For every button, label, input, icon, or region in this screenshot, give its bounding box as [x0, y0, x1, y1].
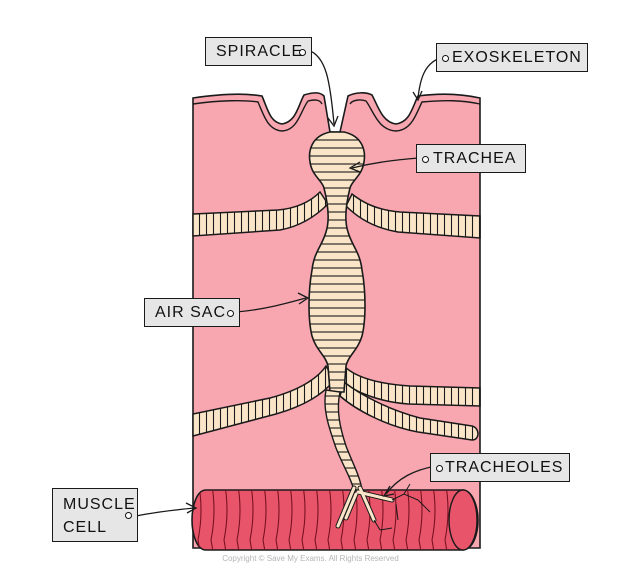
- tracheal-branches: [192, 190, 481, 441]
- label-muscle-cell: MUSCLE CELL: [52, 488, 138, 542]
- muscle-cell: [191, 489, 479, 551]
- tracheoles: [324, 389, 431, 531]
- copyright-notice: Copyright © Save My Exams. All Rights Re…: [222, 554, 399, 563]
- label-muscle-cell-line1: MUSCLE: [63, 496, 136, 513]
- trachea: [308, 131, 366, 393]
- label-exoskeleton-text: EXOSKELETON: [452, 49, 582, 66]
- label-exoskeleton: EXOSKELETON: [436, 43, 588, 72]
- tag-hole-icon: [422, 155, 429, 163]
- tag-hole-icon: [299, 48, 306, 56]
- label-muscle-cell-line2: CELL: [63, 519, 108, 536]
- label-tracheoles-text: TRACHEOLES: [445, 459, 564, 476]
- label-air-sac-text: AIR SAC: [155, 304, 227, 321]
- tag-hole-icon: [227, 309, 234, 317]
- label-trachea-text: TRACHEA: [433, 150, 517, 167]
- label-spiracle: SPIRACLE: [205, 37, 312, 66]
- exoskeleton: [192, 99, 481, 132]
- tag-hole-icon: [436, 464, 443, 472]
- label-spiracle-text: SPIRACLE: [216, 43, 304, 60]
- label-tracheoles: TRACHEOLES: [430, 453, 570, 482]
- label-trachea: TRACHEA: [416, 144, 526, 173]
- label-air-sac: AIR SAC: [144, 298, 240, 327]
- tag-hole-icon: [125, 512, 132, 519]
- tag-hole-icon: [442, 54, 449, 62]
